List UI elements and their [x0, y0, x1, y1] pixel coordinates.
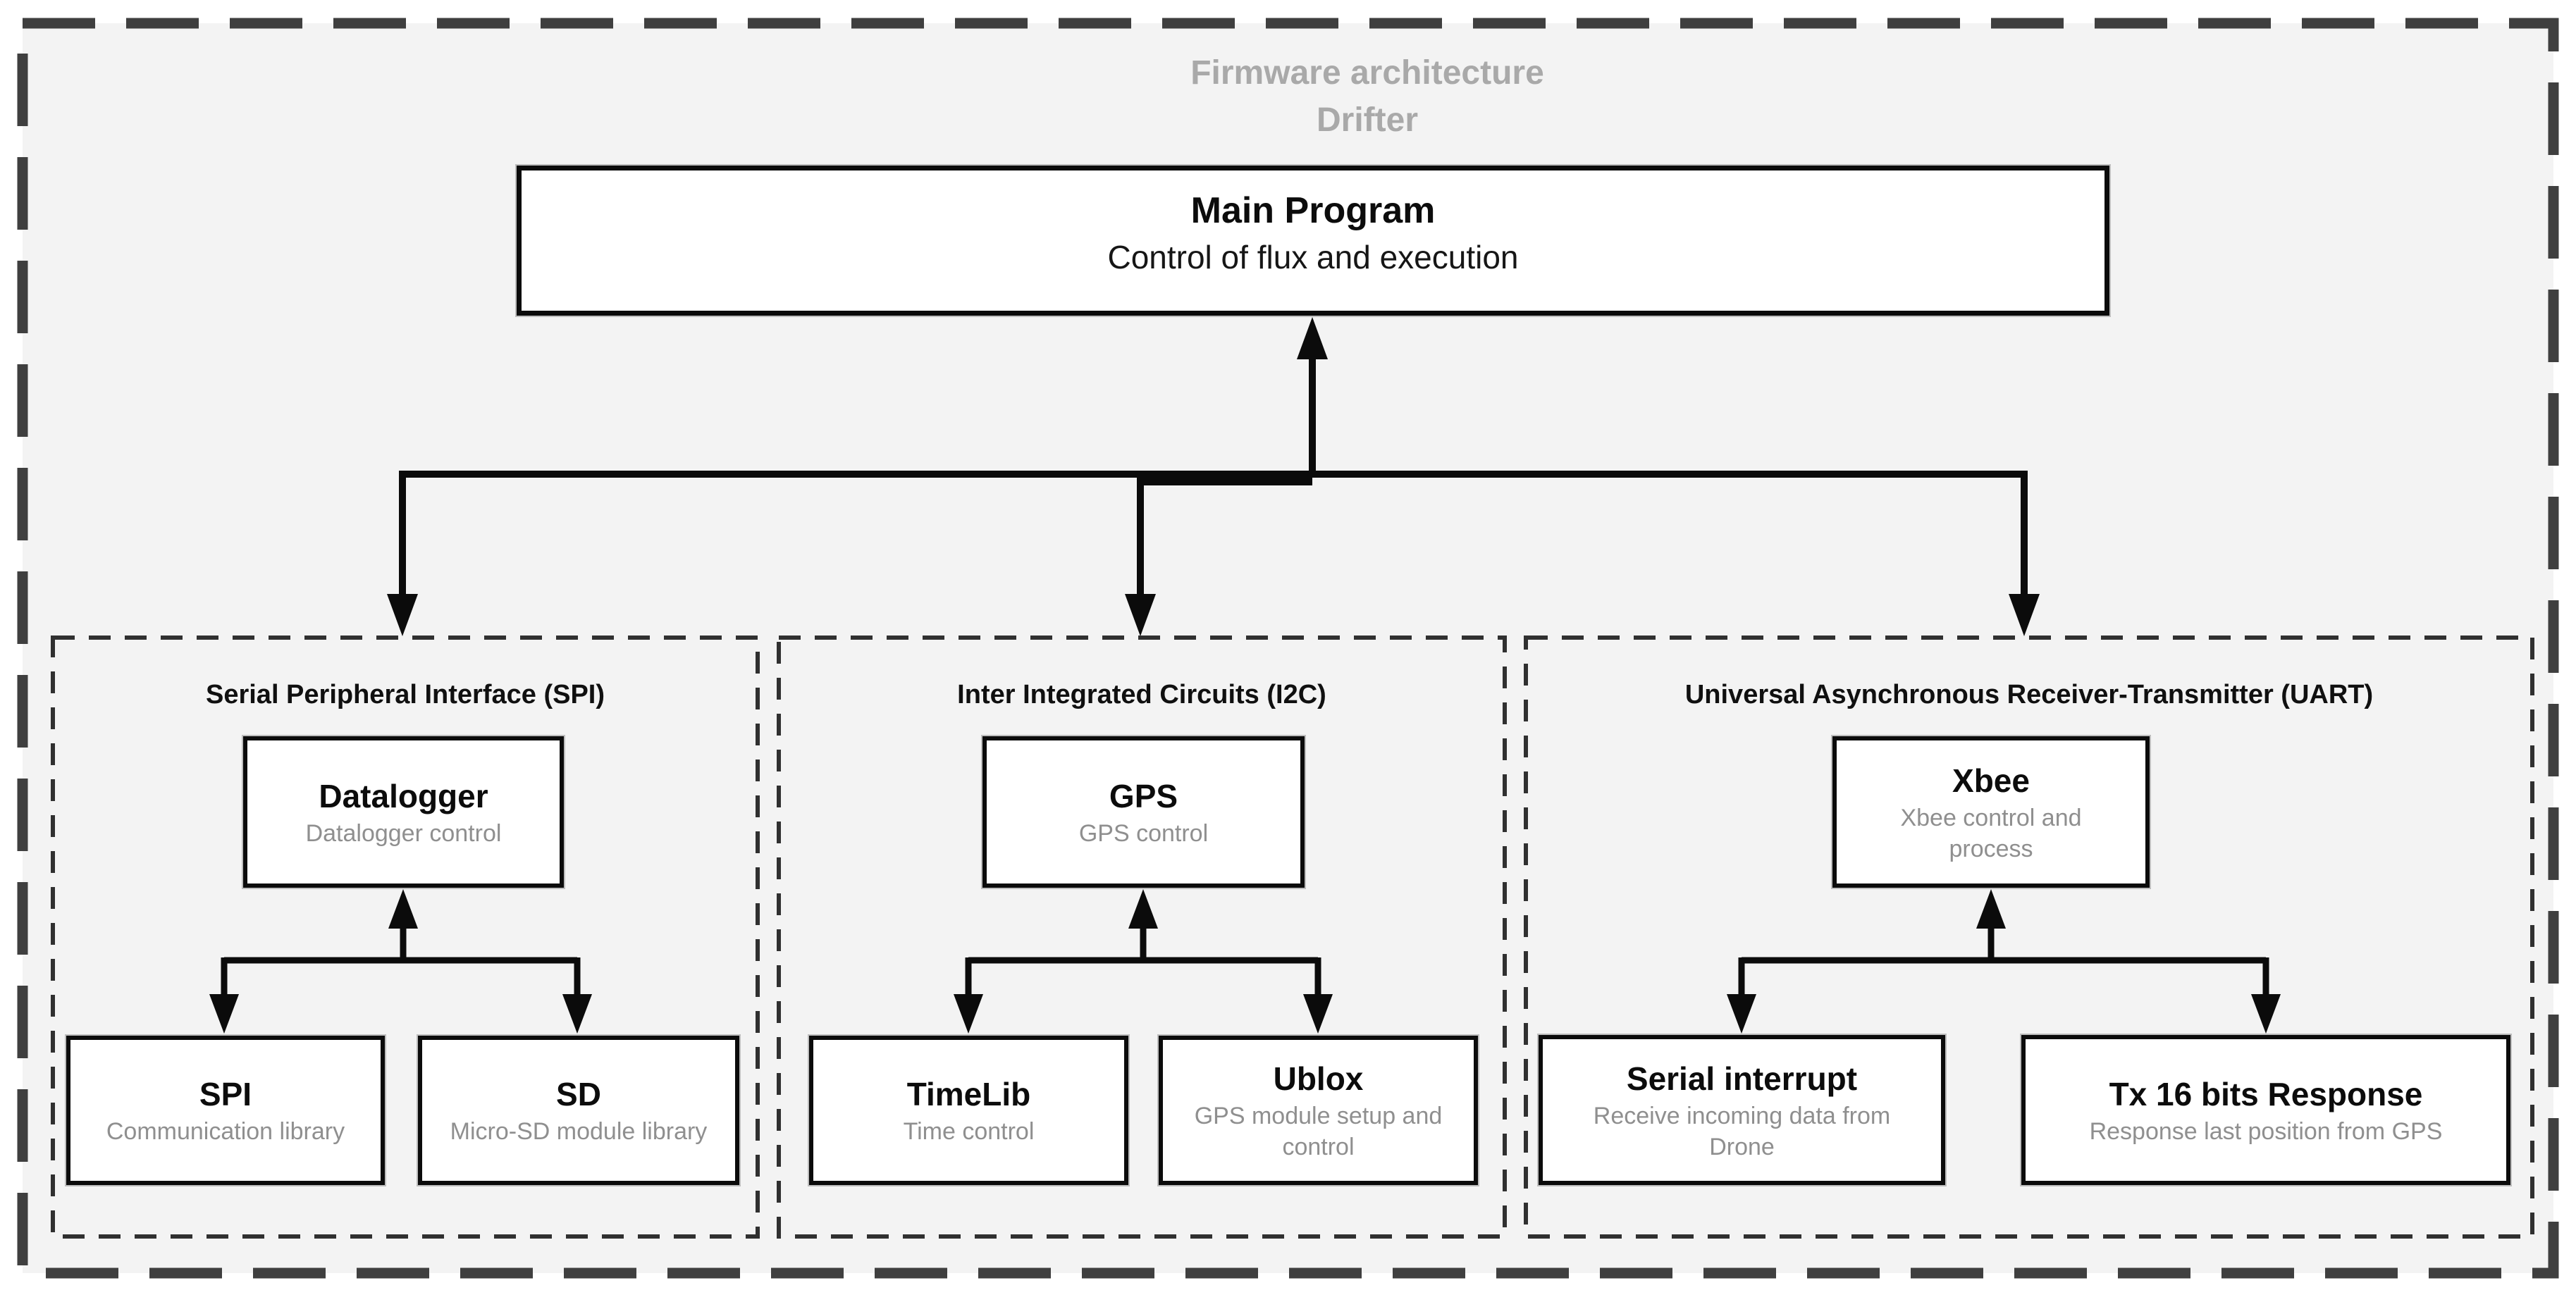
- i2c-sub-arrowheads: [954, 889, 1333, 1034]
- main-connector-arrowheads: [387, 317, 2040, 636]
- arrow-down-serial-interrupt: [1727, 994, 1756, 1034]
- arrow-up-xbee: [1976, 889, 2006, 929]
- gps-subtitle: GPS control: [1078, 819, 1209, 847]
- i2c-section-border: [777, 636, 1507, 1239]
- i2c-sub-connector: [965, 924, 1321, 999]
- gps-title: GPS: [1109, 777, 1178, 814]
- spi-title: SPI: [199, 1076, 252, 1112]
- main-program-box: Main Program Control of flux and executi…: [517, 166, 2109, 316]
- arrow-down-ublox: [1303, 994, 1333, 1034]
- xbee-subtitle: Xbee control and process: [1900, 804, 2082, 862]
- arrow-down-spi: [209, 994, 239, 1034]
- spi-sub-arrowheads: [209, 889, 592, 1034]
- tx-response-box: Tx 16 bits Response Response last positi…: [2021, 1035, 2510, 1185]
- xbee-box: Xbee Xbee control and process: [1832, 736, 2150, 888]
- gps-box: GPS GPS control: [982, 736, 1305, 888]
- timelib-subtitle: Time control: [903, 1118, 1035, 1145]
- timelib-box: TimeLib Time control: [809, 1036, 1128, 1185]
- spi-section-title: Serial Peripheral Interface (SPI): [205, 680, 605, 709]
- serial-interrupt-subtitle: Receive incoming data from Drone: [1593, 1102, 1891, 1160]
- tx-response-subtitle: Response last position from GPS: [2089, 1117, 2443, 1145]
- spi-section-border: [51, 636, 760, 1239]
- arrow-down-timelib: [954, 994, 983, 1034]
- serial-interrupt-title: Serial interrupt: [1626, 1060, 1858, 1097]
- ublox-subtitle: GPS module setup and control: [1194, 1103, 1443, 1160]
- outer-dashed-border: [17, 18, 2559, 1279]
- main-program-subtitle: Control of flux and execution: [1107, 239, 1519, 275]
- diagram-title-line1: Firmware architecture: [1190, 54, 1544, 92]
- connector-overlap-segment: [1140, 471, 1312, 485]
- arrow-down-i2c-section: [1125, 594, 1156, 636]
- datalogger-subtitle: Datalogger control: [305, 819, 502, 847]
- ublox-box: Ublox GPS module setup and control: [1159, 1036, 1478, 1185]
- arrow-up-datalogger: [388, 889, 418, 929]
- uart-sub-arrowheads: [1727, 889, 2281, 1034]
- spi-box: SPI Communication library: [66, 1036, 385, 1185]
- i2c-section-title: Inter Integrated Circuits (I2C): [957, 680, 1326, 709]
- datalogger-title: Datalogger: [319, 777, 488, 814]
- uart-section-title: Universal Asynchronous Receiver-Transmit…: [1684, 680, 2374, 709]
- arrow-up-main-program: [1297, 317, 1328, 359]
- arrow-down-spi-section: [387, 594, 418, 636]
- sd-subtitle: Micro-SD module library: [450, 1118, 708, 1145]
- tx-response-title: Tx 16 bits Response: [2109, 1075, 2423, 1112]
- ublox-title: Ublox: [1273, 1060, 1364, 1097]
- arrow-down-sd: [562, 994, 592, 1034]
- timelib-title: TimeLib: [906, 1076, 1031, 1112]
- arrow-up-gps: [1128, 889, 1158, 929]
- arrow-down-tx-response: [2251, 994, 2281, 1034]
- diagram-title-line2: Drifter: [1316, 101, 1419, 139]
- sd-box: SD Micro-SD module library: [418, 1036, 739, 1185]
- serial-interrupt-box: Serial interrupt Receive incoming data f…: [1539, 1035, 1945, 1185]
- main-program-title: Main Program: [1190, 190, 1436, 231]
- spi-sub-connector: [221, 924, 581, 999]
- datalogger-box: Datalogger Datalogger control: [243, 736, 564, 888]
- arrow-down-uart-section: [2009, 594, 2040, 636]
- uart-section-border: [1524, 636, 2534, 1239]
- xbee-title: Xbee: [1952, 762, 2030, 799]
- spi-subtitle: Communication library: [106, 1118, 345, 1145]
- uart-sub-connector: [1738, 924, 2269, 999]
- sd-title: SD: [556, 1076, 601, 1112]
- diagram-title: Firmware architecture Drifter: [1015, 49, 1720, 144]
